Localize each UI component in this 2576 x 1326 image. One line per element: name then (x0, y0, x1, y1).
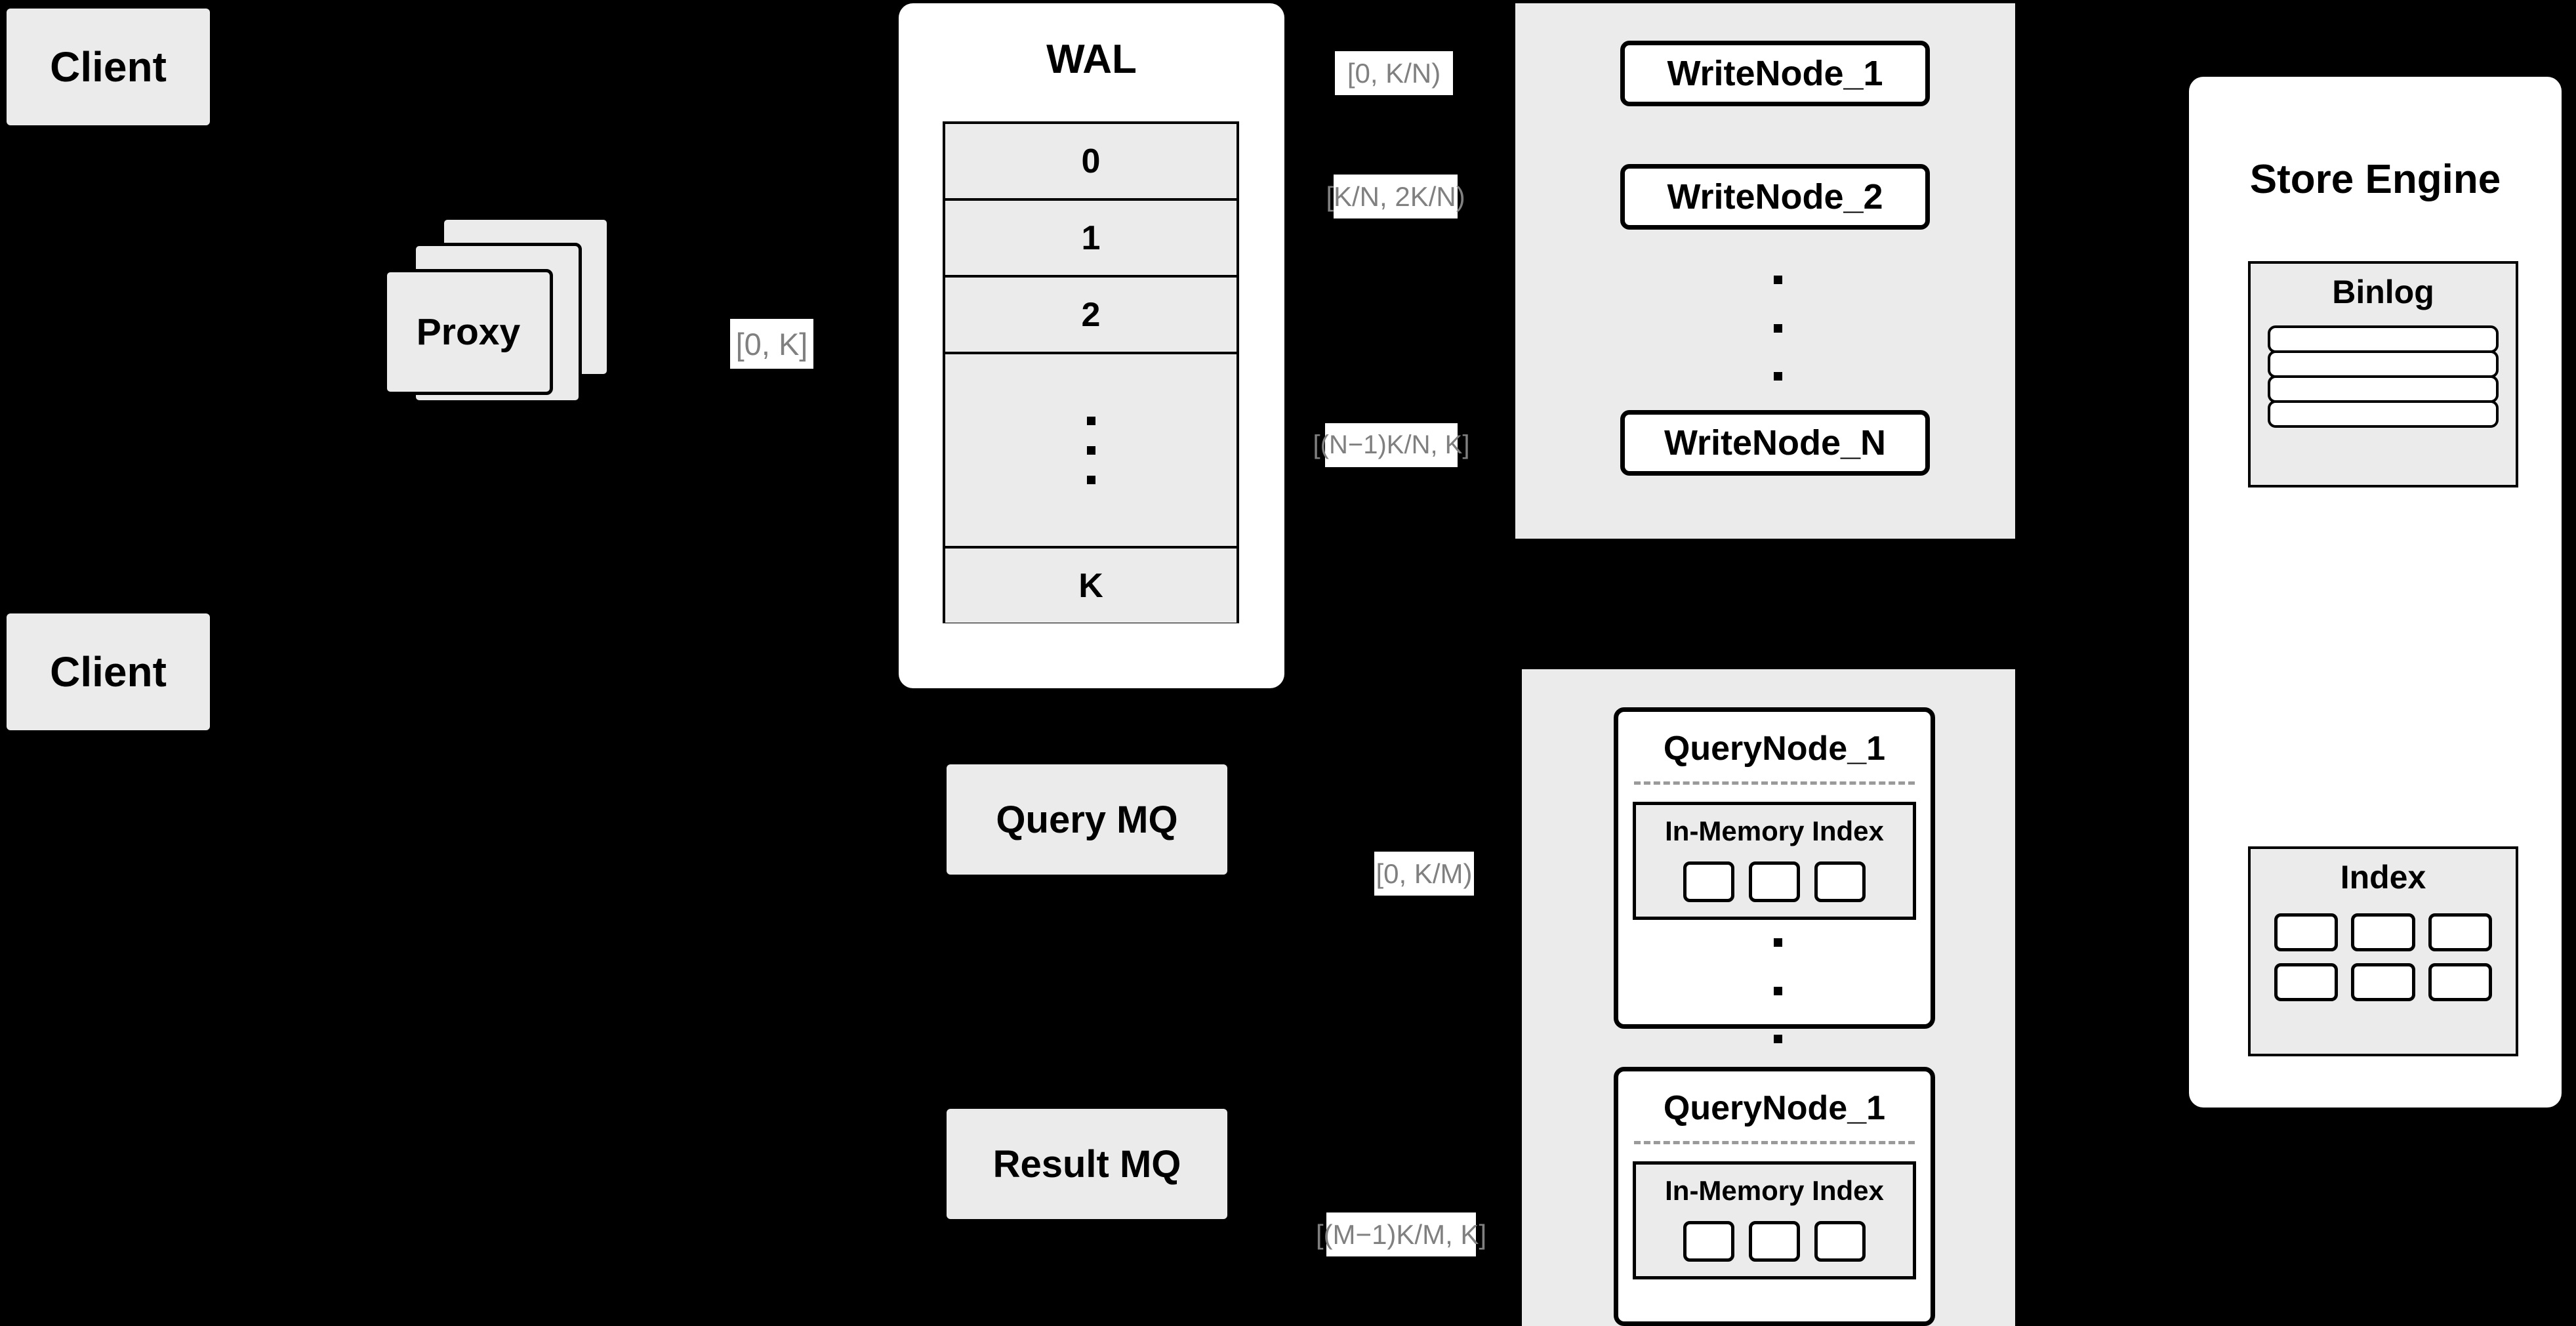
querynode-box-1[interactable]: QueryNode_1 In-Memory Index (1614, 707, 1935, 1029)
edge-label-writenode-2: [K/N, 2K/N) (1326, 175, 1465, 218)
index-cell (2428, 963, 2492, 1001)
ellipsis-dot (1773, 986, 1782, 995)
wal-row: 2 (945, 278, 1237, 354)
wal-table: 0 1 2 K (943, 121, 1239, 623)
writenode-box-n[interactable]: WriteNode_N (1620, 410, 1930, 476)
index-cell (1749, 1221, 1800, 1262)
query-mq-box[interactable]: Query MQ (947, 764, 1227, 875)
querynode-ellipsis (1765, 938, 1791, 1043)
ellipsis-dot (1773, 1035, 1782, 1043)
writenode-box-2[interactable]: WriteNode_2 (1620, 164, 1930, 230)
client-box-2[interactable]: Client (7, 613, 210, 730)
index-cell (2274, 963, 2339, 1001)
writenode-box-1[interactable]: WriteNode_1 (1620, 41, 1930, 106)
index-cell (1814, 1221, 1866, 1262)
in-memory-index-title: In-Memory Index (1665, 816, 1884, 846)
index-cell (2351, 913, 2415, 951)
in-memory-index-cells (1636, 861, 1913, 902)
ellipsis-dot (1773, 372, 1782, 381)
querynode-title: QueryNode_1 (1663, 730, 1886, 768)
index-cell (2274, 913, 2339, 951)
wal-row-ellipsis (945, 354, 1237, 549)
binlog-segment (2268, 350, 2499, 378)
edge-label-writenode-n: [(N−1)K/N, K] (1313, 423, 1469, 467)
store-engine-title: Store Engine (2249, 157, 2501, 202)
binlog-segment (2268, 400, 2499, 428)
index-box: Index (2248, 846, 2518, 1056)
result-mq-box[interactable]: Result MQ (947, 1109, 1227, 1219)
binlog-segment (2268, 325, 2499, 353)
index-cell (1814, 861, 1866, 902)
ellipsis-dot (1086, 475, 1095, 484)
proxy-stack[interactable]: Proxy (384, 217, 610, 433)
binlog-segments (2268, 325, 2499, 428)
wal-row: 0 (945, 124, 1237, 201)
querynode-divider (1634, 781, 1915, 785)
in-memory-index-title: In-Memory Index (1665, 1175, 1884, 1206)
index-title: Index (2340, 859, 2426, 896)
in-memory-index-cells (1636, 1221, 1913, 1262)
edge-label-querynode-1: [0, K/M) (1374, 852, 1474, 896)
wal-title: WAL (1046, 37, 1137, 82)
wal-row: K (945, 549, 1237, 623)
querynode-divider (1634, 1141, 1915, 1144)
in-memory-index-box: In-Memory Index (1633, 802, 1916, 920)
index-cell (1749, 861, 1800, 902)
index-cell (2428, 913, 2492, 951)
binlog-segment (2268, 375, 2499, 403)
querynode-title: QueryNode_1 (1663, 1089, 1886, 1127)
index-cell (1683, 861, 1734, 902)
proxy-card-front[interactable]: Proxy (384, 269, 553, 395)
index-cell (2351, 963, 2415, 1001)
writenode-ellipsis (1765, 276, 1791, 381)
edge-label-querynode-m: [(M−1)K/M, K] (1316, 1212, 1486, 1256)
ellipsis-dot (1086, 416, 1095, 425)
ellipsis-dot (1773, 938, 1782, 947)
edge-label-writenode-1: [0, K/N) (1335, 51, 1453, 95)
edge-label-proxy-to-wal: [0, K] (730, 319, 813, 369)
index-cell (1683, 1221, 1734, 1262)
client-box-1[interactable]: Client (7, 9, 210, 125)
in-memory-index-box: In-Memory Index (1633, 1161, 1916, 1279)
wal-row: 1 (945, 201, 1237, 278)
index-grid (2274, 913, 2492, 1001)
ellipsis-dot (1773, 323, 1782, 333)
binlog-title: Binlog (2332, 274, 2434, 310)
binlog-box: Binlog (2248, 261, 2518, 487)
ellipsis-dot (1086, 445, 1095, 455)
ellipsis-dot (1773, 276, 1782, 284)
querynode-box-m[interactable]: QueryNode_1 In-Memory Index (1614, 1067, 1935, 1326)
